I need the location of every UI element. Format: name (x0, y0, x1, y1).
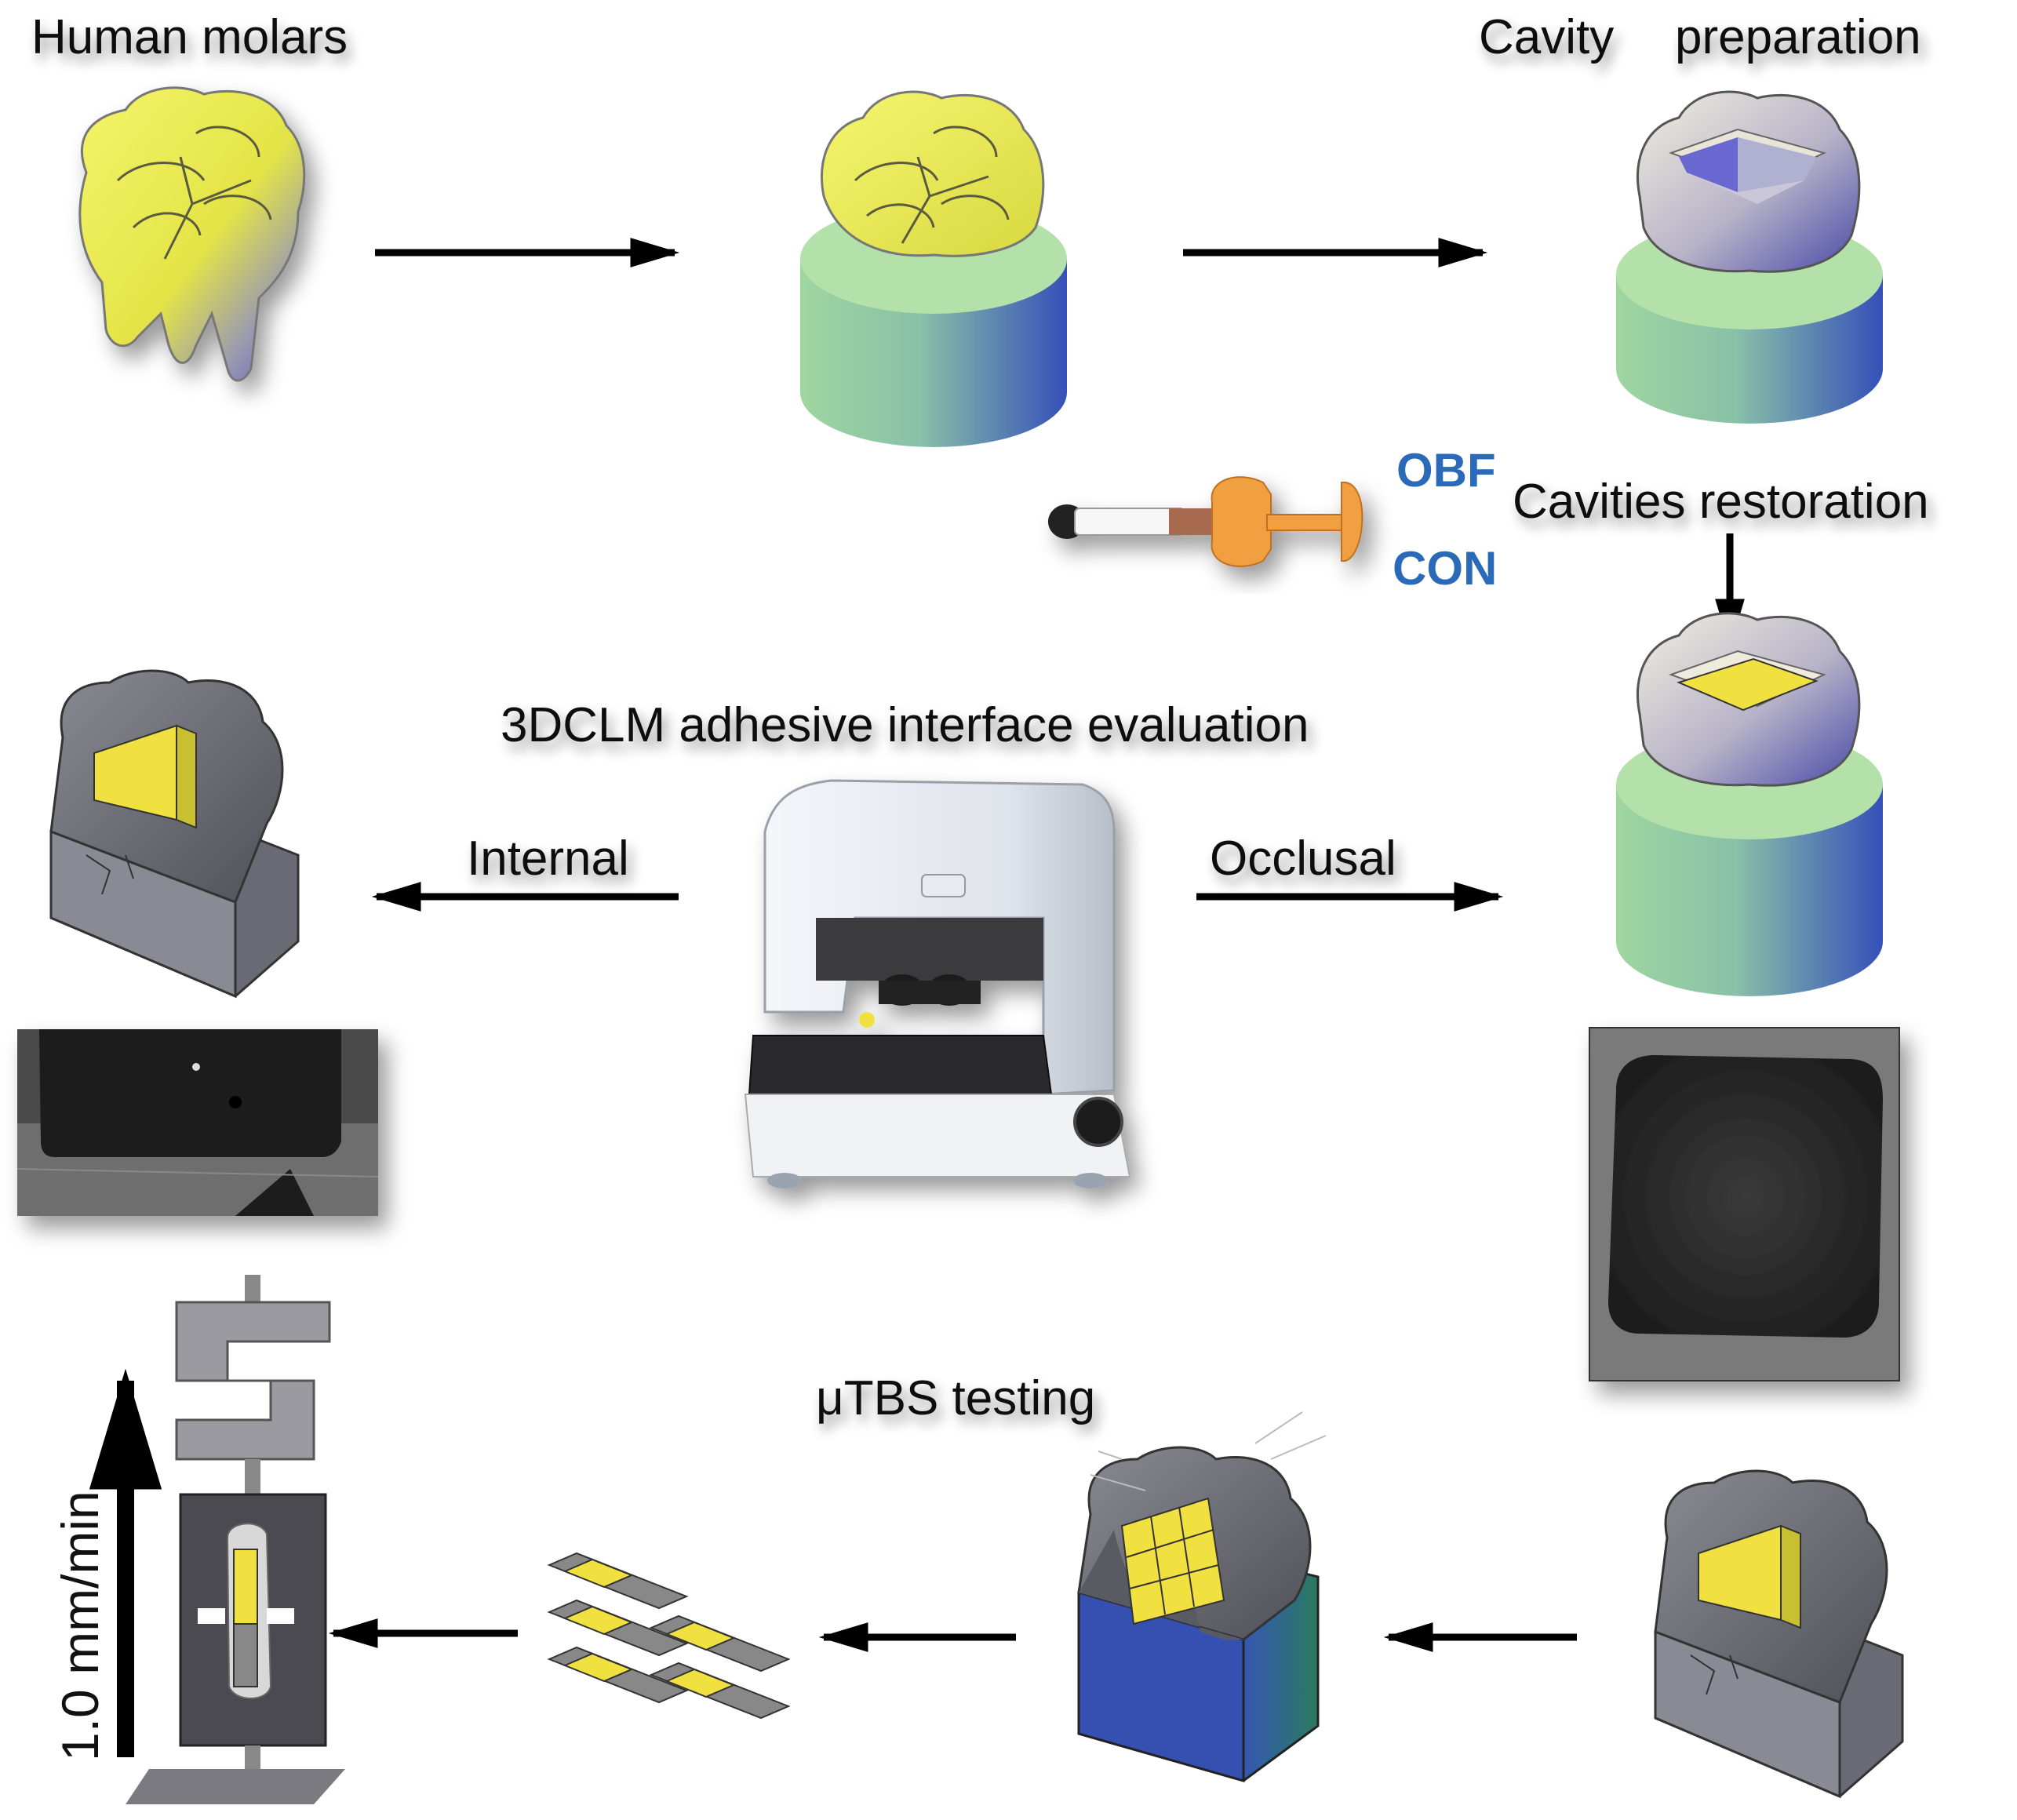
label-speed: 1.0 mm/min (51, 1491, 109, 1761)
embedded-molar-icon (800, 90, 1067, 447)
label-evaluation: 3DCLM adhesive interface evaluation (501, 698, 1309, 752)
label-obf: OBF (1396, 444, 1496, 497)
prepared-cavity-icon (1616, 90, 1883, 424)
microtensile-jig-icon (126, 1275, 345, 1804)
label-cavity: Cavity (1479, 10, 1614, 64)
label-occlusal: Occlusal (1210, 832, 1396, 886)
composite-syringe-icon (1048, 476, 1363, 567)
sectioned-restored-molar-icon (1654, 1469, 1904, 1799)
label-internal: Internal (467, 832, 629, 886)
label-preparation: preparation (1675, 10, 1921, 64)
molar-icon (78, 86, 306, 382)
confocal-microscope-icon (744, 779, 1131, 1188)
label-con: CON (1393, 542, 1497, 595)
laser-scan-image-occlusal (1589, 1027, 1900, 1381)
restored-molar-icon (1616, 612, 1883, 996)
sectioned-molar-icon (49, 669, 300, 999)
label-utbs: μTBS testing (816, 1371, 1095, 1425)
laser-scan-image (16, 1029, 379, 1216)
label-cavities-restoration: Cavities restoration (1513, 475, 1929, 529)
sticks-cut-icon (547, 1552, 791, 1720)
sectioned-block-icon (1077, 1411, 1327, 1782)
label-human-molars: Human molars (31, 10, 348, 64)
